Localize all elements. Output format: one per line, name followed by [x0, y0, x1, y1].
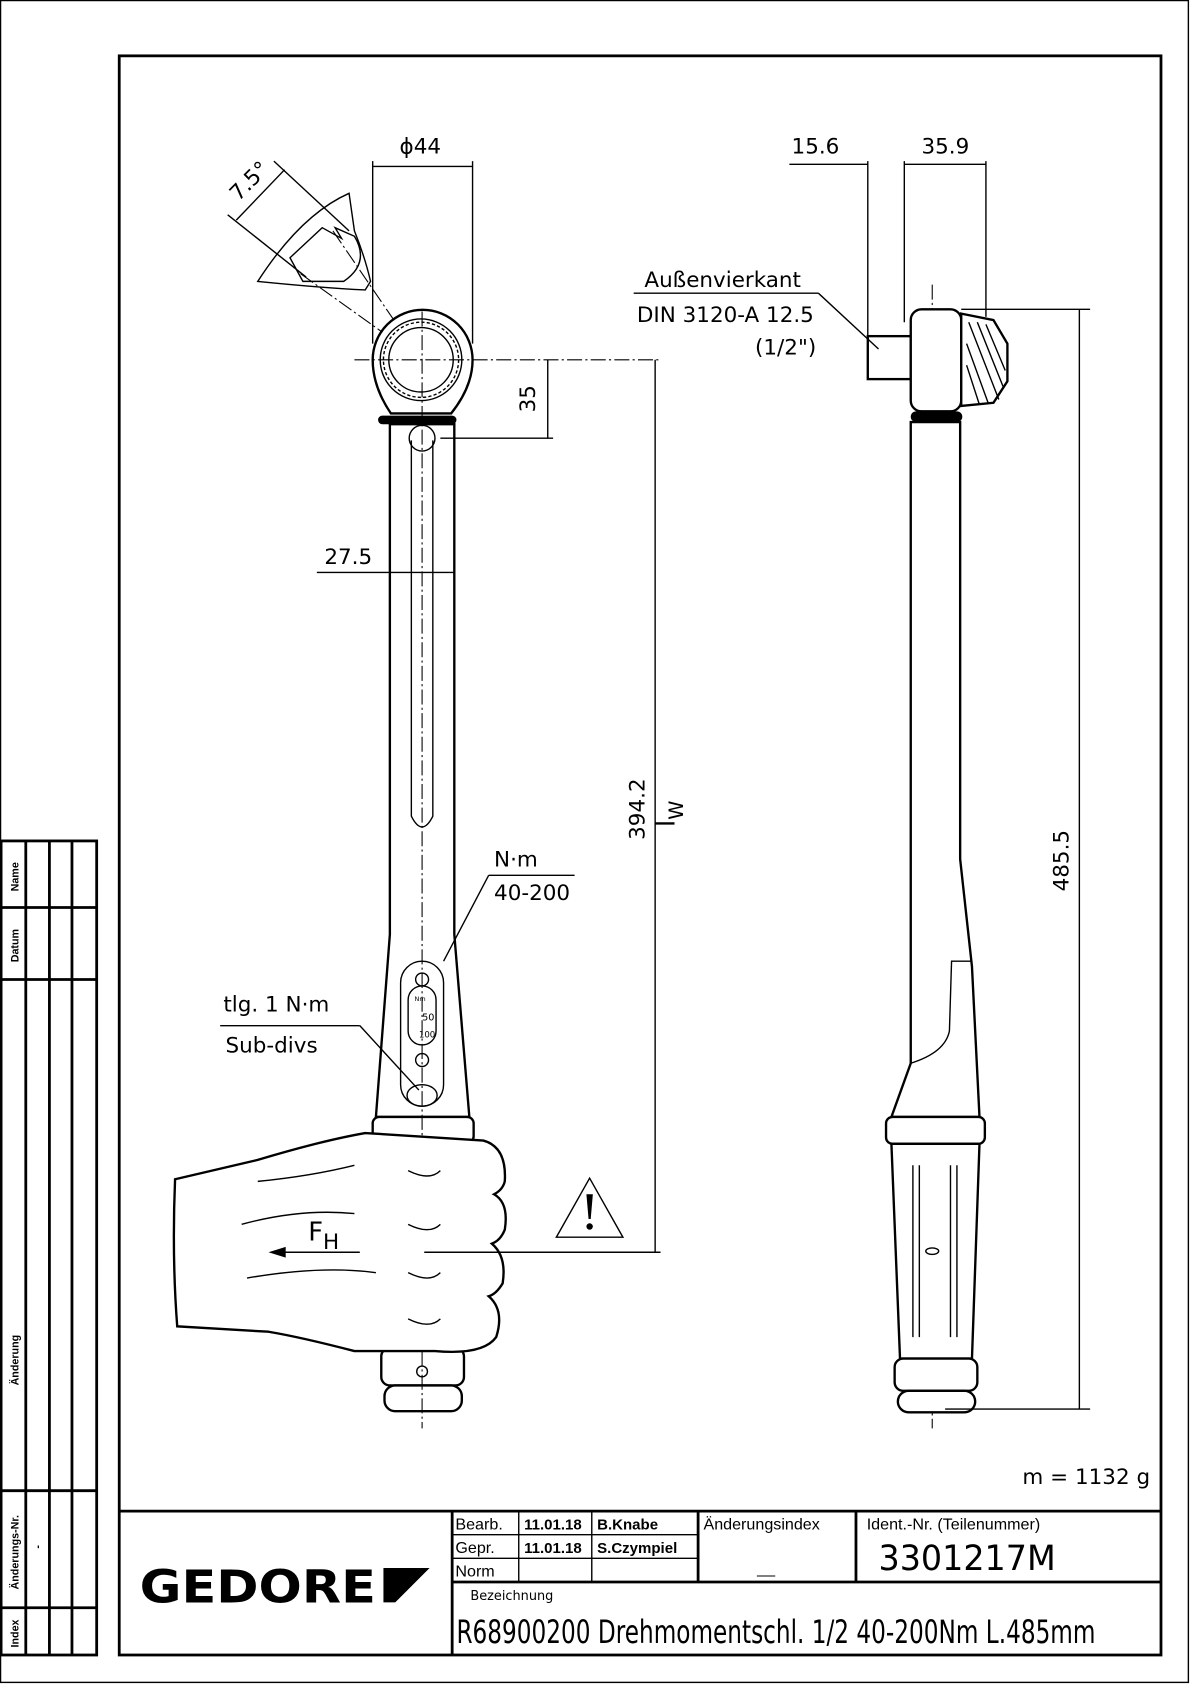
row-date-gepr: 11.01.18: [524, 1540, 582, 1557]
row-name-bearb: B.Knabe: [597, 1516, 658, 1533]
dim-angle: 7.5°: [225, 157, 274, 206]
wrench-front-view: 7.5° Nm 50 100 FH: [172, 135, 688, 1429]
head-band: [378, 415, 457, 425]
strip-header-index: Index: [9, 1619, 21, 1647]
gedore-logo: GEDORE: [140, 1560, 430, 1613]
subdiv-label: tlg. 1 N·m: [223, 993, 329, 1018]
row-label-norm: Norm: [455, 1563, 494, 1581]
dim-head-offset: 35: [516, 385, 541, 412]
dim-drive-offset-text: 15.6: [792, 135, 840, 160]
dim-head-depth: 35.9: [921, 135, 969, 160]
dim-shaft-width: 27.5: [324, 545, 372, 570]
label-lw: lW: [651, 801, 688, 827]
revision-strip: Name Datum Änderung Änderungs-Nr. - Inde…: [0, 839, 99, 1657]
force-label: FH: [308, 1217, 339, 1255]
window-50: 50: [422, 1012, 434, 1023]
designation: R68900200 Drehmomentschl. 1/2 40-200Nm L…: [456, 1613, 1095, 1651]
designation-label: Bezeichnung: [470, 1589, 553, 1604]
window-100: 100: [419, 1030, 435, 1040]
row-name-gepr: S.Czympiel: [597, 1540, 677, 1557]
warning-icon: [555, 1176, 625, 1238]
drawing-frame: [117, 54, 1163, 1657]
scale-range: 40-200: [494, 881, 570, 906]
row-date-bearb: 11.01.18: [524, 1516, 582, 1533]
dim-total-length: 485.5: [1050, 830, 1075, 891]
strip-header-change: Änderung: [8, 1335, 21, 1386]
hand-outline: [172, 1131, 507, 1354]
dim-effective-length: 394.2: [625, 778, 650, 839]
row-label-gepr: Gepr.: [455, 1539, 494, 1557]
strip-header-name: Name: [9, 862, 21, 891]
change-index-label: Änderungsindex: [703, 1515, 819, 1533]
strip-header-date: Datum: [9, 929, 21, 962]
strip-header-change-no: Änderungs-Nr.: [8, 1515, 21, 1589]
scale-unit: N·m: [494, 848, 538, 873]
drive-label-2: DIN 3120-A 12.5: [637, 303, 814, 328]
logo-text: GEDORE: [140, 1560, 376, 1613]
mass-label: m = 1132 g: [1022, 1465, 1150, 1490]
drive-label-3: (1/2"): [755, 335, 816, 360]
drive-label-1: Außenvierkant: [644, 268, 801, 293]
change-index-value: __: [756, 1559, 776, 1577]
title-block: GEDORE Bearb. 11.01.18 B.Knabe Gepr. 11.…: [119, 1509, 1161, 1656]
subdiv-label-en: Sub-divs: [226, 1033, 318, 1058]
wrench-side-view: 15.6 35.9 485.5 Außenvierkant DIN 3120-A…: [633, 135, 1091, 1429]
dim-diameter: ϕ44: [400, 135, 441, 160]
row-label-bearb: Bearb.: [455, 1515, 502, 1533]
window-unit: Nm: [415, 995, 426, 1003]
strip-change-no-value: -: [32, 1545, 44, 1549]
ident-label: Ident.-Nr. (Teilenummer): [867, 1515, 1041, 1533]
ident-number: 3301217M: [879, 1539, 1056, 1579]
